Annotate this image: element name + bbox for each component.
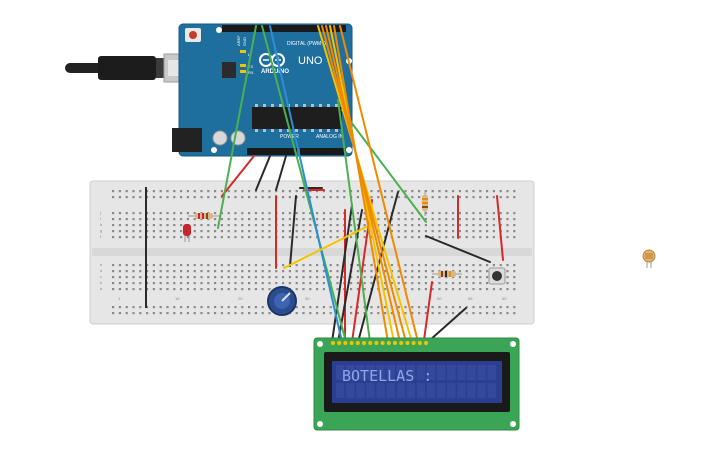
row-label-j: j (99, 210, 101, 215)
push-button[interactable] (488, 267, 506, 285)
wire-blue-1[interactable] (269, 25, 343, 343)
wire-black-8[interactable] (425, 235, 491, 263)
arduino-model-label: UNO (298, 55, 323, 67)
wires[interactable] (217, 25, 504, 343)
col-label-30: 30 (305, 296, 310, 301)
wire-red-5v[interactable] (221, 155, 255, 197)
pin-gnd-label: GND (242, 37, 247, 46)
resistor-1[interactable] (188, 213, 220, 219)
wire-black-4[interactable] (289, 195, 297, 267)
row-label-i: i (100, 216, 101, 221)
row-label-d: d (100, 268, 102, 273)
row-label-c: c (100, 274, 102, 279)
resistor-3[interactable] (432, 271, 462, 277)
wire-orange-3[interactable] (333, 25, 389, 343)
led-tx-label: TX (248, 64, 253, 69)
power-header (247, 148, 297, 155)
wire-green-4[interactable] (337, 99, 371, 343)
led-l-label: L (248, 52, 251, 57)
pin-aref-label: AREF (236, 35, 241, 46)
power-jack (172, 128, 202, 152)
lcd-16x2[interactable]: BOTELLAS : (313, 337, 520, 431)
wire-black-9[interactable] (429, 307, 467, 341)
power-header-label: POWER (280, 134, 299, 140)
wire-green-2[interactable] (261, 25, 347, 343)
col-label-55: 55 (468, 296, 473, 301)
wire-black-gnd-1[interactable] (255, 155, 271, 191)
row-label-b: b (100, 280, 103, 285)
col-label-60: 60 (502, 296, 507, 301)
col-label-1: 1 (118, 296, 121, 301)
wire-orange-4[interactable] (339, 25, 419, 343)
lcd-pin-header (331, 341, 428, 345)
lcd-display-text: BOTELLAS : (342, 367, 432, 385)
wire-red-6[interactable] (496, 195, 504, 261)
row-label-h: h (100, 222, 102, 227)
usb-chip (222, 62, 236, 78)
wire-green-1[interactable] (217, 25, 257, 229)
wire-black-5[interactable] (331, 204, 353, 343)
row-label-a: a (100, 286, 103, 291)
col-label-50: 50 (437, 296, 442, 301)
digital-header (222, 25, 346, 32)
row-label-g: g (100, 228, 102, 233)
analog-header (300, 148, 346, 155)
wire-red-7[interactable] (423, 281, 433, 341)
wire-orange-2[interactable] (325, 25, 401, 343)
red-led[interactable] (183, 224, 191, 242)
digital-header-label: DIGITAL (PWM~) (287, 41, 326, 47)
row-label-f: f (100, 234, 102, 239)
row-label-e: e (100, 262, 103, 267)
resistor-2[interactable] (422, 190, 428, 216)
wire-black-gnd-2[interactable] (275, 155, 287, 191)
led-rx-label: RX (248, 70, 254, 75)
analog-header-label: ANALOG IN (316, 134, 344, 140)
photoresistor[interactable] (642, 249, 656, 268)
wire-green-3[interactable] (341, 109, 427, 223)
arduino-uno-board[interactable]: ARDUINO UNO DIGITAL (PWM~) POWER ANALOG … (172, 23, 353, 157)
wire-yellow-3[interactable] (283, 223, 373, 269)
potentiometer[interactable] (267, 286, 297, 316)
lcd-character-cells (336, 365, 496, 398)
col-label-20: 20 (238, 296, 243, 301)
col-label-15: 15 (175, 296, 180, 301)
atmega-chip (252, 107, 342, 129)
